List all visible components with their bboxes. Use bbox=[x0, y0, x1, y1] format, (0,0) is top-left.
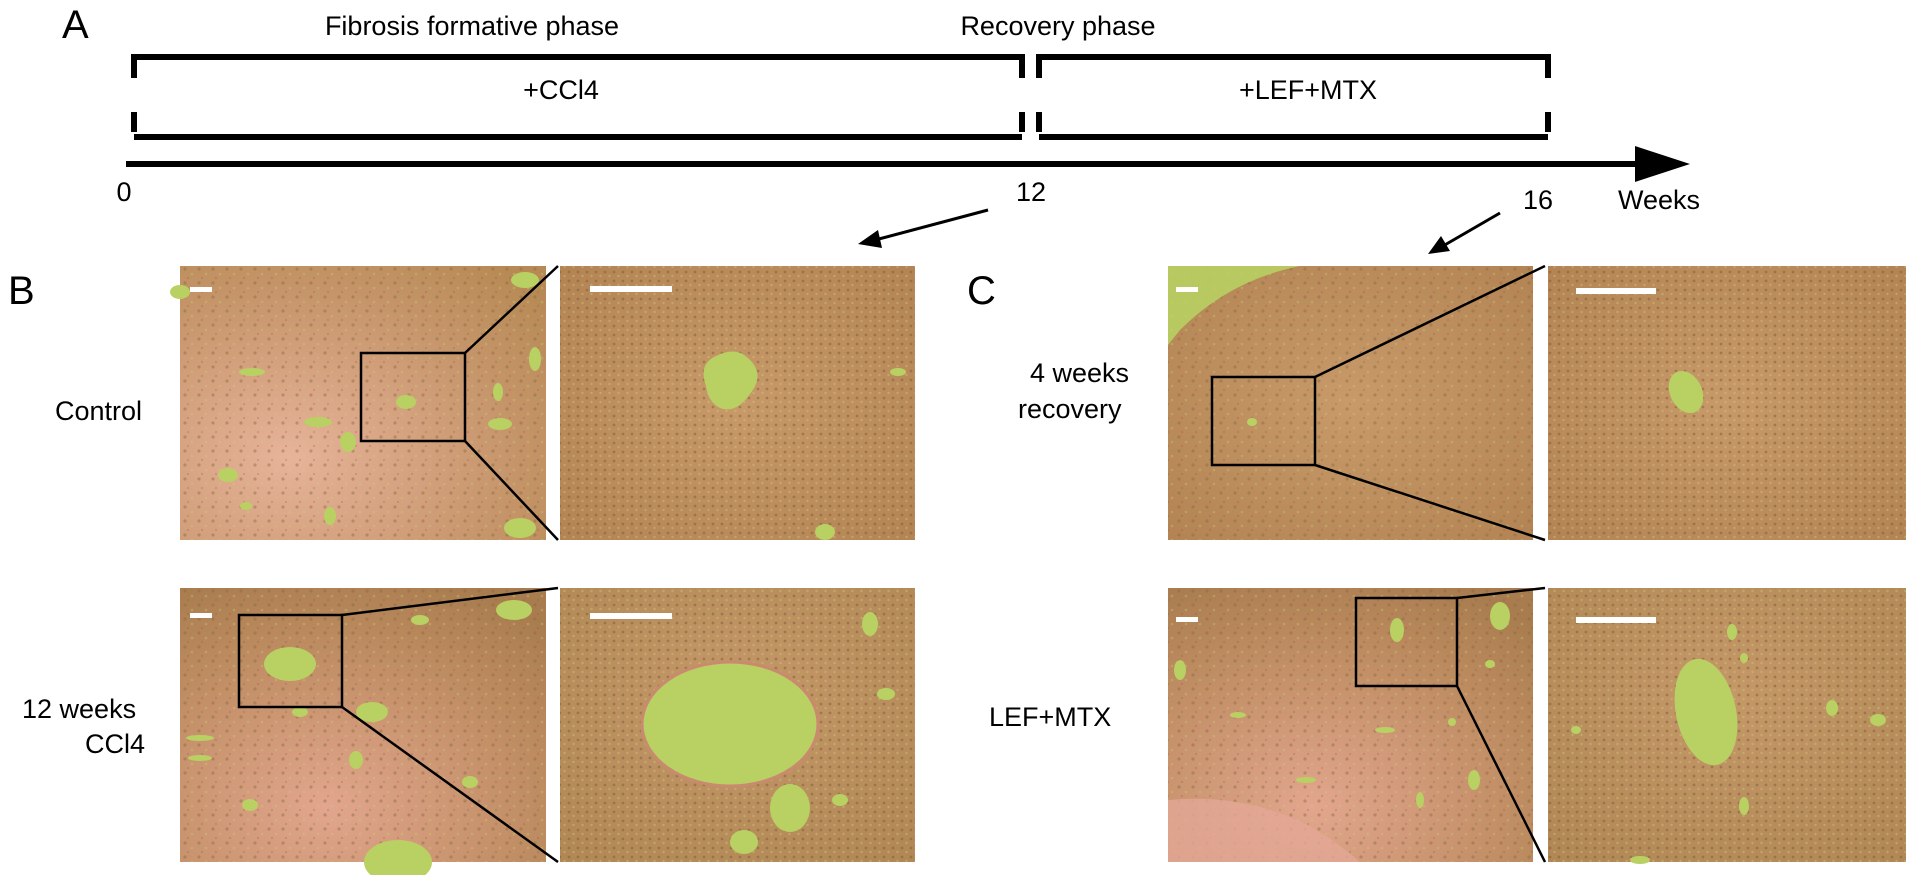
micrograph-ccl4-overview bbox=[180, 588, 546, 875]
micrograph-recovery-zoom bbox=[1548, 266, 1906, 540]
tick-label-16: 16 bbox=[1523, 185, 1553, 215]
time-axis-arrowhead bbox=[1635, 146, 1690, 182]
panel-label-a: A bbox=[62, 3, 89, 47]
scale-bar bbox=[1176, 617, 1198, 622]
phase-bracket-recovery bbox=[1036, 54, 1551, 140]
row-label-4-weeks-recovery: 4 weeks recovery bbox=[1018, 358, 1129, 424]
phase-bracket-fibrosis bbox=[131, 54, 1025, 140]
micrograph-lef-mtx-zoom bbox=[1548, 588, 1906, 864]
micrograph-control-overview bbox=[170, 266, 546, 540]
micrograph-recovery-overview bbox=[1168, 266, 1533, 540]
row-label-line: recovery bbox=[1018, 394, 1122, 424]
treatment-ccl4: +CCl4 bbox=[523, 75, 599, 105]
scale-bar bbox=[190, 613, 212, 618]
phase-title-recovery: Recovery phase bbox=[960, 11, 1155, 41]
scale-bar bbox=[1576, 288, 1656, 294]
scale-bar bbox=[190, 287, 212, 292]
tick-label-0: 0 bbox=[116, 177, 131, 207]
scale-bar bbox=[590, 613, 672, 619]
zoom-lines bbox=[1314, 264, 1546, 542]
row-label-12-weeks-ccl4: 12 weeks CCl4 bbox=[22, 694, 145, 759]
panel-label-c: C bbox=[967, 269, 996, 313]
zoom-lines bbox=[1455, 586, 1547, 863]
zoom-lines bbox=[464, 265, 559, 541]
row-label-line: 4 weeks bbox=[1030, 358, 1129, 388]
phase-title-fibrosis: Fibrosis formative phase bbox=[325, 11, 619, 41]
micrograph-ccl4-zoom bbox=[560, 588, 915, 862]
micrograph-lef-mtx-overview bbox=[1168, 588, 1533, 862]
row-label-line: 12 weeks bbox=[22, 694, 136, 724]
panel-a-timeline: A Fibrosis formative phase Recovery phas… bbox=[62, 3, 1700, 254]
row-label-line: CCl4 bbox=[85, 729, 145, 759]
tick-label-12: 12 bbox=[1016, 177, 1046, 207]
row-label-control: Control bbox=[55, 396, 142, 426]
zoom-box bbox=[359, 351, 467, 443]
panel-label-b: B bbox=[8, 269, 35, 313]
micrograph-control-zoom bbox=[560, 266, 915, 540]
zoom-box bbox=[237, 613, 344, 709]
treatment-lef-mtx: +LEF+MTX bbox=[1239, 75, 1377, 105]
row-label-lef-mtx: LEF+MTX bbox=[989, 702, 1111, 732]
zoom-box bbox=[1210, 375, 1317, 467]
zoom-lines bbox=[341, 586, 559, 864]
arrow-week12-to-panel-b bbox=[858, 208, 989, 248]
axis-label-weeks: Weeks bbox=[1618, 185, 1700, 215]
row-label-line: LEF+MTX bbox=[989, 702, 1111, 732]
scale-bar bbox=[590, 286, 672, 292]
scale-bar bbox=[1176, 287, 1198, 292]
zoom-box bbox=[1354, 596, 1459, 688]
row-label-line: Control bbox=[55, 396, 142, 426]
arrow-week16-to-panel-c bbox=[1428, 211, 1501, 254]
scale-bar bbox=[1576, 617, 1656, 623]
